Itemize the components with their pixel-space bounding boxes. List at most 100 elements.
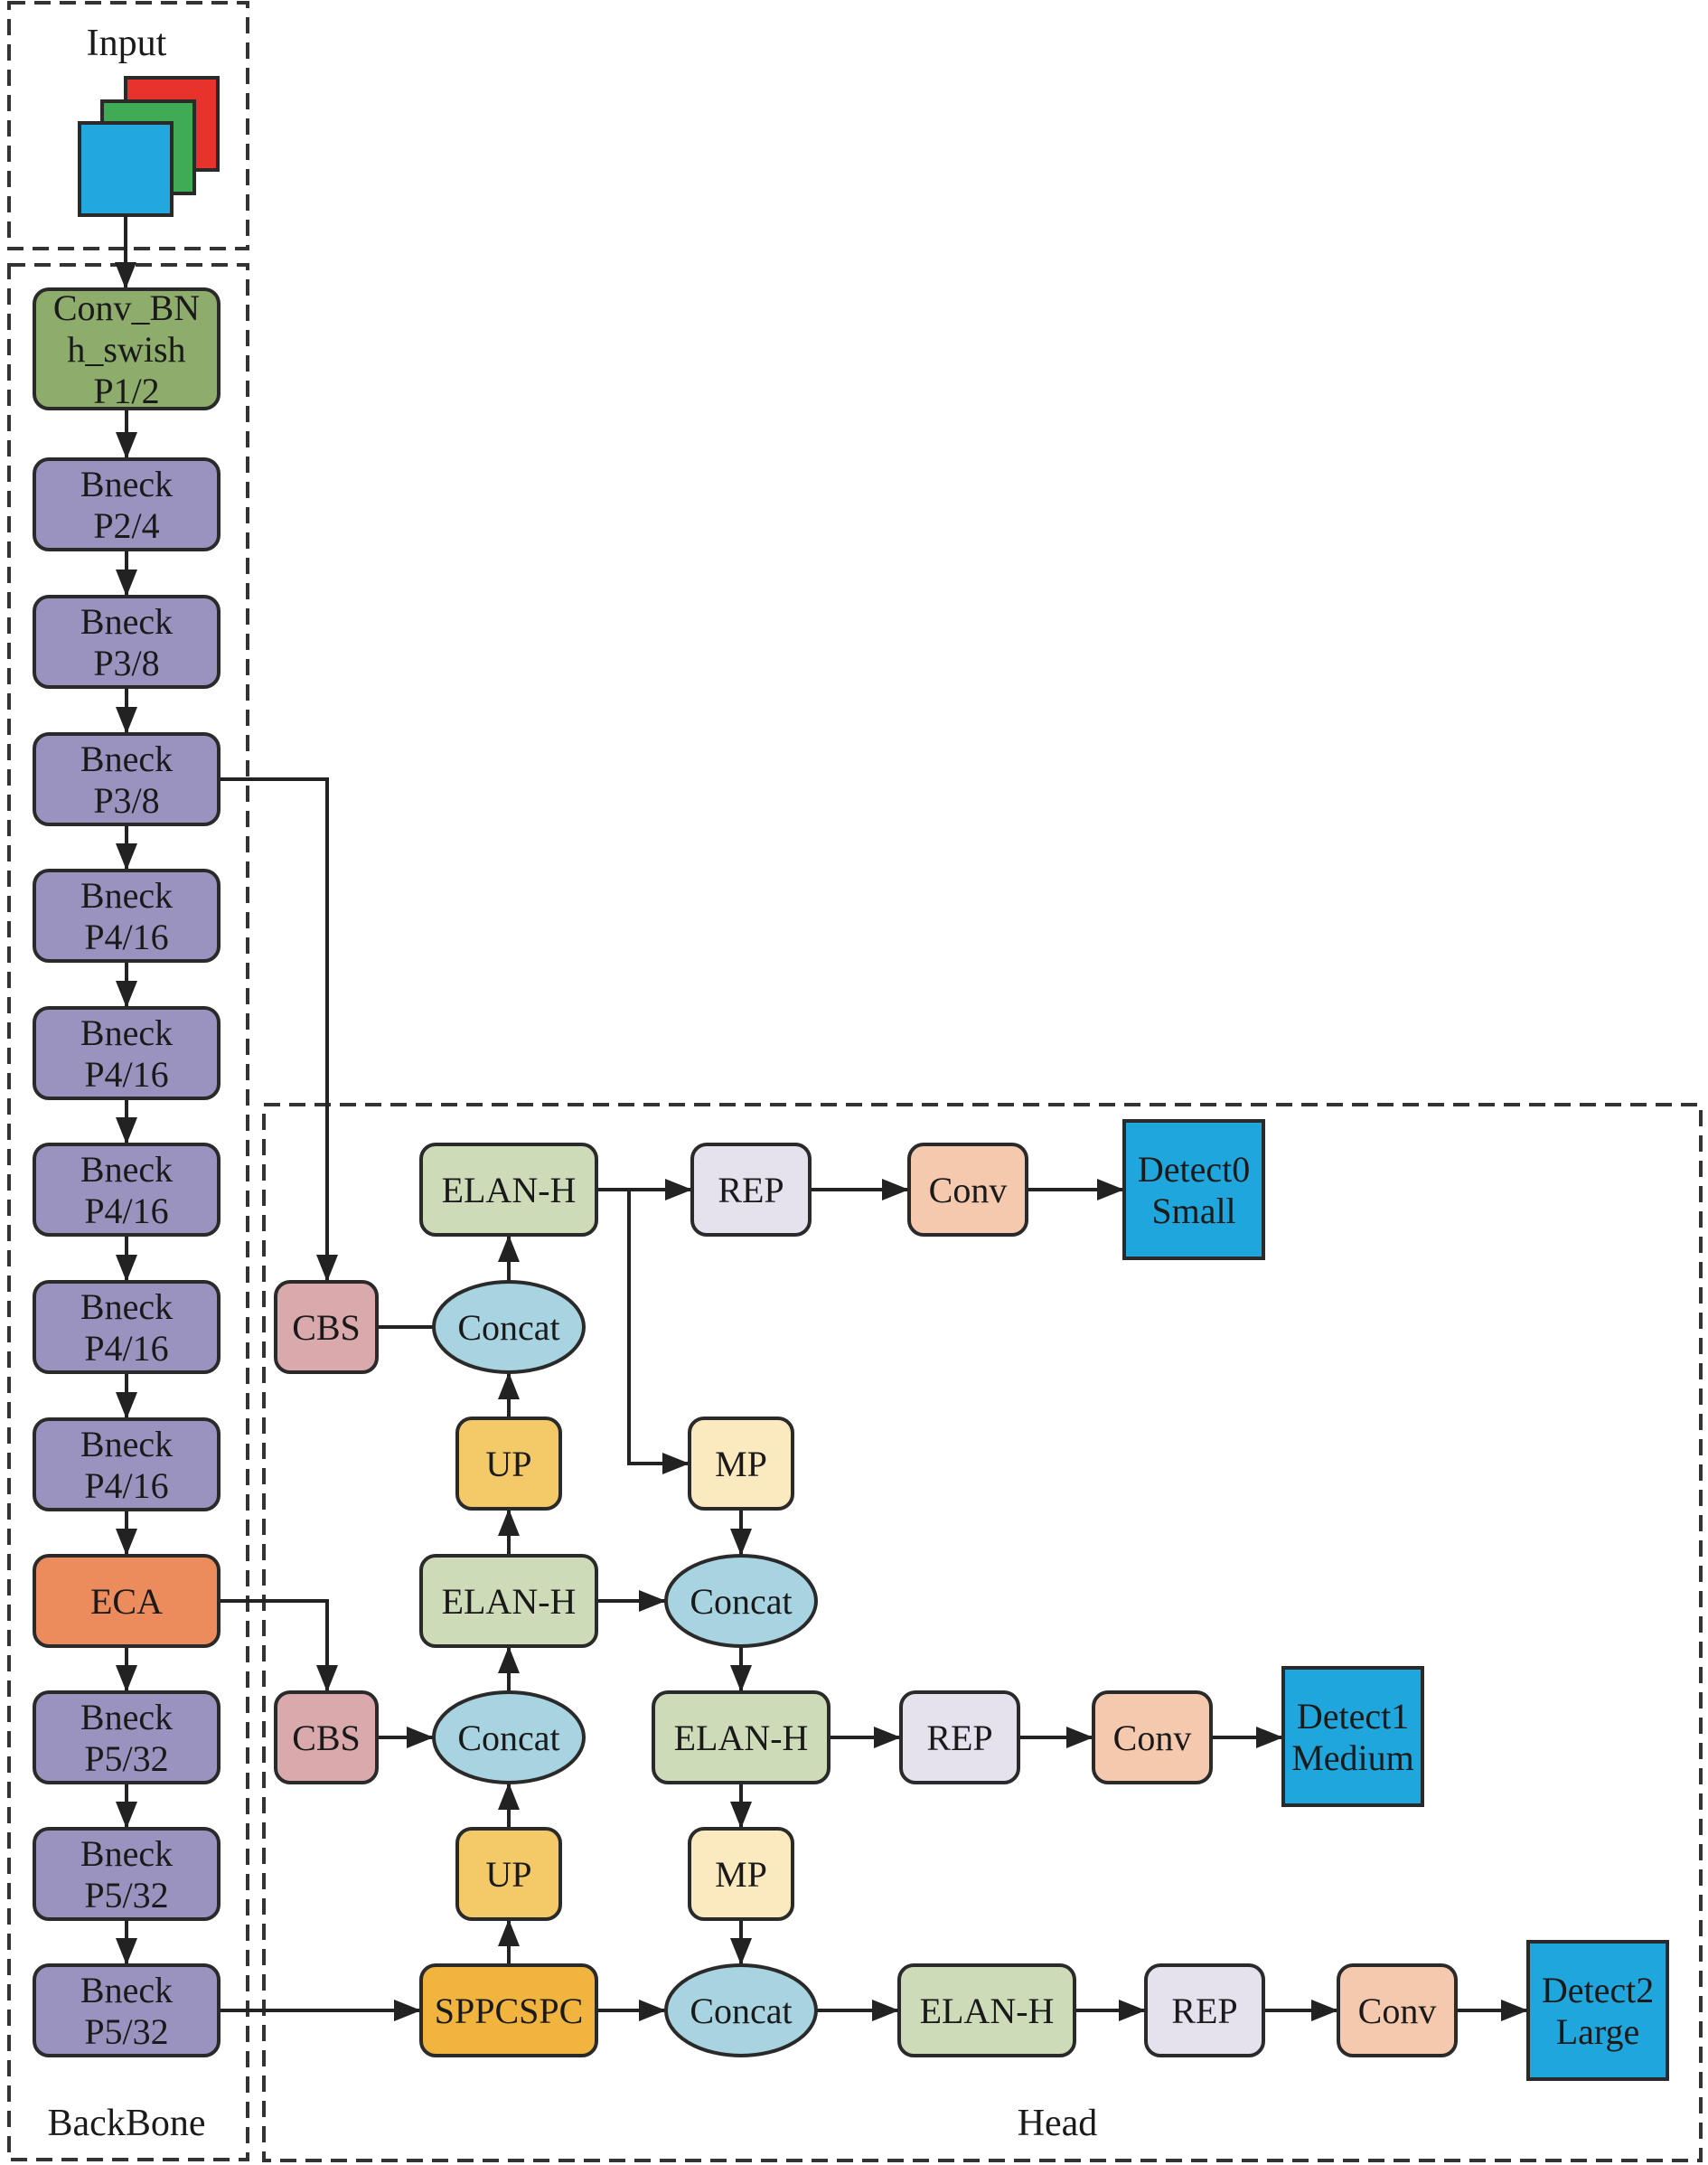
node-conv-1: Conv [907, 1143, 1028, 1237]
node-eca: ECA [33, 1554, 221, 1648]
node-bneck-2-label-1: P3/8 [93, 643, 159, 683]
node-concat-3-shape [664, 1554, 818, 1648]
node-bneck-7-shape [33, 1280, 221, 1374]
edge-elan-h-2-to-mp-1 [596, 1188, 690, 1474]
node-detect1-label-0: Detect1 [1297, 1696, 1409, 1737]
node-cbs-1: CBS [274, 1280, 379, 1374]
node-elan-h-1: ELAN-H [419, 1554, 598, 1648]
node-up-1-shape [455, 1417, 562, 1511]
node-bneck-2-shape [33, 595, 221, 689]
node-detect2-label-0: Detect2 [1542, 1970, 1654, 2010]
input-group-frame [7, 1, 249, 250]
node-elan-h-1-label-0: ELAN-H [442, 1581, 577, 1622]
backbone-group-frame [7, 263, 249, 2161]
node-conv-2: Conv [1092, 1690, 1213, 1784]
node-bneck-5-label-0: Bneck [80, 1012, 173, 1053]
backbone-group-label: BackBone [48, 2103, 206, 2144]
node-bneck-8-label-1: P4/16 [84, 1465, 168, 1506]
node-eca-shape [33, 1554, 221, 1648]
node-concat-1-shape [432, 1280, 586, 1374]
node-bneck-7-label-1: P4/16 [84, 1328, 168, 1369]
node-bneck-4-label-0: Bneck [80, 875, 173, 916]
node-bneck-9-label-0: Bneck [80, 1697, 173, 1737]
node-bneck-11-label-0: Bneck [80, 1970, 173, 2010]
node-bneck-9-label-1: P5/32 [84, 1738, 168, 1779]
node-sppcspc: SPPCSPC [419, 1963, 598, 2057]
node-elan-h-2: ELAN-H [419, 1143, 598, 1237]
node-concat-3: Concat [664, 1554, 818, 1648]
node-conv-2-shape [1092, 1690, 1213, 1784]
node-conv-1-shape [907, 1143, 1028, 1237]
node-rep-3: REP [1144, 1963, 1265, 2057]
node-detect2-shape [1526, 1940, 1669, 2081]
node-bneck-9-shape [33, 1690, 221, 1784]
node-bneck-5-shape [33, 1006, 221, 1100]
node-rep-2: REP [899, 1690, 1020, 1784]
node-bneck-10-label-1: P5/32 [84, 1875, 168, 1916]
node-rep-1-label-0: REP [718, 1170, 784, 1210]
node-conv-bn-h-swish-label-1: h_swish [67, 329, 185, 370]
node-up-1: UP [455, 1417, 562, 1511]
node-cbs-2: CBS [274, 1690, 379, 1784]
node-elan-h-3-shape [652, 1690, 831, 1784]
node-bneck-1-label-1: P2/4 [93, 505, 159, 546]
edge-bneck-3-to-cbs-1 [219, 777, 338, 1282]
node-bneck-8-shape [33, 1417, 221, 1511]
node-cbs-1-label-0: CBS [292, 1307, 361, 1348]
node-up-2: UP [455, 1827, 562, 1921]
edges-layer [115, 215, 1528, 2021]
node-concat-2-shape [432, 1690, 586, 1784]
head-group-frame [262, 1103, 1703, 2162]
node-bneck-6-label-0: Bneck [80, 1149, 173, 1190]
node-bneck-3-label-0: Bneck [80, 739, 173, 779]
node-rep-3-label-0: REP [1171, 1991, 1237, 2031]
node-eca-label-0: ECA [90, 1581, 163, 1622]
node-concat-4-shape [664, 1963, 818, 2057]
node-detect1-label-1: Medium [1291, 1737, 1414, 1778]
node-detect2-label-1: Large [1556, 2011, 1640, 2052]
node-conv-bn-h-swish-label-0: Conv_BN [53, 287, 200, 328]
node-mp-2: MP [688, 1827, 794, 1921]
node-bneck-7-label-0: Bneck [80, 1286, 173, 1327]
node-concat-2-label-0: Concat [457, 1718, 559, 1758]
edge-eca-to-cbs-2 [219, 1599, 338, 1692]
node-concat-1: Concat [432, 1280, 586, 1374]
input-group-label: Input [87, 23, 167, 64]
head-group-label: Head [1018, 2103, 1098, 2144]
node-elan-h-2-label-0: ELAN-H [442, 1170, 577, 1210]
node-cbs-2-label-0: CBS [292, 1718, 361, 1758]
node-elan-h-3-label-0: ELAN-H [674, 1718, 809, 1758]
node-detect0-label-0: Detect0 [1138, 1149, 1250, 1190]
node-bneck-11-label-1: P5/32 [84, 2011, 168, 2052]
node-mp-1-label-0: MP [715, 1444, 767, 1484]
node-detect0-label-1: Small [1151, 1191, 1235, 1231]
node-rep-2-label-0: REP [926, 1718, 992, 1758]
node-cbs-1-shape [274, 1280, 379, 1374]
node-up-2-label-0: UP [485, 1854, 531, 1895]
node-conv-3-shape [1337, 1963, 1458, 2057]
node-bneck-6-label-1: P4/16 [84, 1191, 168, 1231]
node-cbs-2-shape [274, 1690, 379, 1784]
node-elan-h-4-label-0: ELAN-H [920, 1991, 1055, 2031]
node-bneck-2-label-0: Bneck [80, 601, 173, 642]
node-up-2-shape [455, 1827, 562, 1921]
node-bneck-3-label-1: P3/8 [93, 780, 159, 821]
node-concat-3-label-0: Concat [690, 1581, 792, 1622]
node-conv-3-label-0: Conv [1358, 1991, 1437, 2031]
node-bneck-8-label-0: Bneck [80, 1424, 173, 1464]
node-conv-bn-h-swish-label-2: P1/2 [93, 371, 159, 411]
node-rep-3-shape [1144, 1963, 1265, 2057]
node-detect1-shape [1281, 1666, 1424, 1807]
input-image-stack-icon [78, 76, 220, 217]
node-mp-2-label-0: MP [715, 1854, 767, 1895]
